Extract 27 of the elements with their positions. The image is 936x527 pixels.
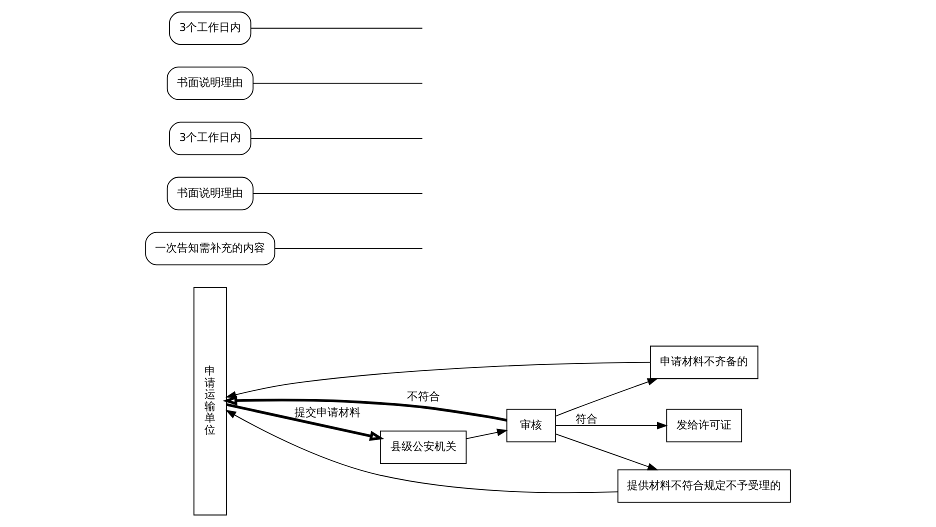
connector bbox=[250, 138, 423, 139]
node-box: 一次告知需补充的内容 bbox=[145, 232, 276, 266]
arrow bbox=[225, 410, 618, 494]
node-box: 提供材料不符合规定不予受理的 bbox=[617, 469, 791, 503]
edge-label: 不符合 bbox=[406, 390, 440, 403]
arrow bbox=[555, 422, 668, 430]
node-box: 书面说明理由 bbox=[166, 66, 254, 100]
node-box: 申请运输单位 bbox=[193, 286, 227, 516]
edge-label: 提交申请材料 bbox=[294, 406, 361, 420]
connector bbox=[252, 193, 423, 194]
arrow bbox=[226, 403, 384, 441]
node-box: 发给许可证 bbox=[666, 408, 742, 442]
node-box: 书面说明理由 bbox=[166, 176, 254, 210]
arrow bbox=[555, 378, 658, 417]
node-box: 3个工作日内 bbox=[169, 122, 252, 156]
connector bbox=[274, 248, 423, 250]
connector bbox=[252, 82, 423, 84]
node-box: 3个工作日内 bbox=[169, 12, 252, 45]
connector bbox=[250, 28, 423, 29]
node-box: 审核 bbox=[506, 408, 556, 442]
arrow bbox=[555, 434, 658, 470]
edge-label: 符合 bbox=[576, 412, 598, 426]
node-box: 申请材料不齐备的 bbox=[650, 346, 758, 380]
node-box: 县级公安机关 bbox=[380, 430, 467, 464]
arrow bbox=[225, 362, 651, 398]
arrow bbox=[466, 428, 508, 440]
arrow bbox=[222, 395, 508, 422]
